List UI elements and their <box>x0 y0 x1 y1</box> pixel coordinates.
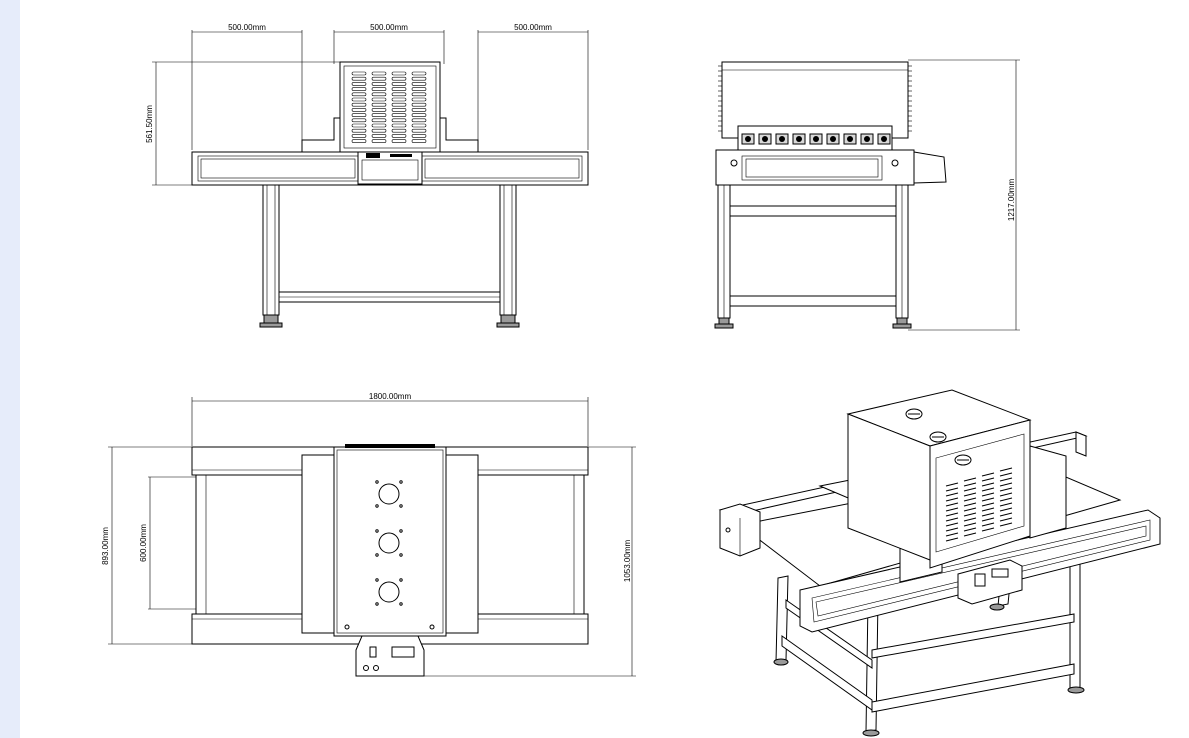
vent-slot <box>411 82 427 86</box>
vent-slot <box>411 108 427 112</box>
top-left-shroud <box>301 454 335 634</box>
vent-slot <box>391 128 407 133</box>
vent-slot <box>351 97 367 102</box>
front-lamp-housing <box>339 61 441 153</box>
vent-slot <box>351 139 367 143</box>
vent-slot <box>371 134 387 138</box>
vent-slot <box>351 113 367 117</box>
side-dim-total-height: 1217.00mm <box>1007 179 1016 222</box>
isometric-view <box>718 389 1161 737</box>
vent-slot <box>371 123 387 128</box>
vent-slot <box>351 118 367 123</box>
front-left-shroud <box>301 117 341 153</box>
vent-slot <box>411 123 427 128</box>
top-dim-overall-length: 1800.00mm <box>369 392 412 401</box>
vent-slot <box>391 71 407 76</box>
vent-slot <box>351 71 367 76</box>
vent-slot <box>371 108 387 112</box>
vent-slot <box>411 118 427 123</box>
vent-slot <box>391 139 407 143</box>
vent-slot <box>391 113 407 117</box>
top-right-shroud <box>445 454 479 634</box>
vent-slot <box>391 102 407 107</box>
front-right-shroud <box>439 117 479 153</box>
vent-slot <box>351 123 367 128</box>
vent-slot <box>351 108 367 112</box>
vent-slot <box>371 82 387 86</box>
front-dim-left-width: 500.00mm <box>228 23 266 32</box>
side-housing-right-edge <box>908 65 912 132</box>
side-stand-legs <box>714 184 912 329</box>
front-dim-center-width: 500.00mm <box>370 23 408 32</box>
vent-slot <box>371 102 387 107</box>
vent-slot <box>371 113 387 117</box>
iso-housing-front <box>929 419 1031 569</box>
vent-slot <box>371 76 387 81</box>
vent-slot <box>371 71 387 76</box>
top-view: 1800.00mm 893.00mm 600.00mm 1053.00mm <box>101 392 636 677</box>
vent-slot <box>411 87 427 91</box>
side-control-panel <box>913 151 947 184</box>
vent-slot <box>411 134 427 138</box>
vent-slot <box>411 97 427 102</box>
vent-slot <box>391 118 407 123</box>
vent-slot <box>411 128 427 133</box>
vent-slot <box>371 92 387 97</box>
vent-slot <box>371 128 387 133</box>
left-side-strip <box>0 0 20 738</box>
vent-slot <box>371 87 387 91</box>
front-lamp-vent-grille <box>351 71 427 143</box>
iso-control-box <box>957 559 1023 605</box>
side-view: 1217.00mm <box>714 59 1020 331</box>
front-stand-legs <box>259 184 520 328</box>
front-view: 500.00mm 500.00mm 500.00mm 561.50mm <box>145 23 589 328</box>
vent-slot <box>351 128 367 133</box>
top-dim-total-depth: 1053.00mm <box>623 540 632 583</box>
vent-slot <box>411 139 427 143</box>
side-housing-left-edge <box>718 65 722 132</box>
side-dimension-lines <box>908 59 1020 331</box>
front-dim-right-width: 500.00mm <box>514 23 552 32</box>
vent-slot <box>411 71 427 76</box>
vent-slot <box>391 97 407 102</box>
vent-slot <box>391 92 407 97</box>
vent-slot <box>411 113 427 117</box>
iso-fan-ports <box>905 408 972 466</box>
vent-slot <box>371 118 387 123</box>
vent-slot <box>391 87 407 91</box>
side-lamp-array <box>741 133 891 145</box>
vent-slot <box>371 97 387 102</box>
vent-slot <box>391 123 407 128</box>
top-control-box <box>355 635 425 677</box>
vent-slot <box>411 76 427 81</box>
top-fan-port-screws <box>375 480 403 606</box>
vent-slot <box>411 102 427 107</box>
vent-slot <box>351 102 367 107</box>
vent-slot <box>391 76 407 81</box>
vent-slot <box>391 134 407 138</box>
vent-slot <box>351 134 367 138</box>
top-fan-ports <box>378 483 400 603</box>
iso-right-shroud <box>1029 445 1067 539</box>
vent-slot <box>351 82 367 86</box>
vent-slot <box>351 92 367 97</box>
top-dim-overall-width: 893.00mm <box>101 527 110 565</box>
top-lamp-housing <box>333 446 447 637</box>
vent-slot <box>391 108 407 112</box>
vent-slot <box>371 139 387 143</box>
vent-slot <box>351 76 367 81</box>
vent-slot <box>391 82 407 86</box>
top-dimension-lines <box>108 397 636 677</box>
front-dimension-lines <box>152 30 589 186</box>
front-dim-lamp-height: 561.50mm <box>145 105 154 143</box>
iso-vent-grille <box>945 467 1013 542</box>
top-dim-belt-width: 600.00mm <box>139 524 148 562</box>
vent-slot <box>411 92 427 97</box>
side-lamp-housing <box>721 61 909 139</box>
vent-slot <box>351 87 367 91</box>
